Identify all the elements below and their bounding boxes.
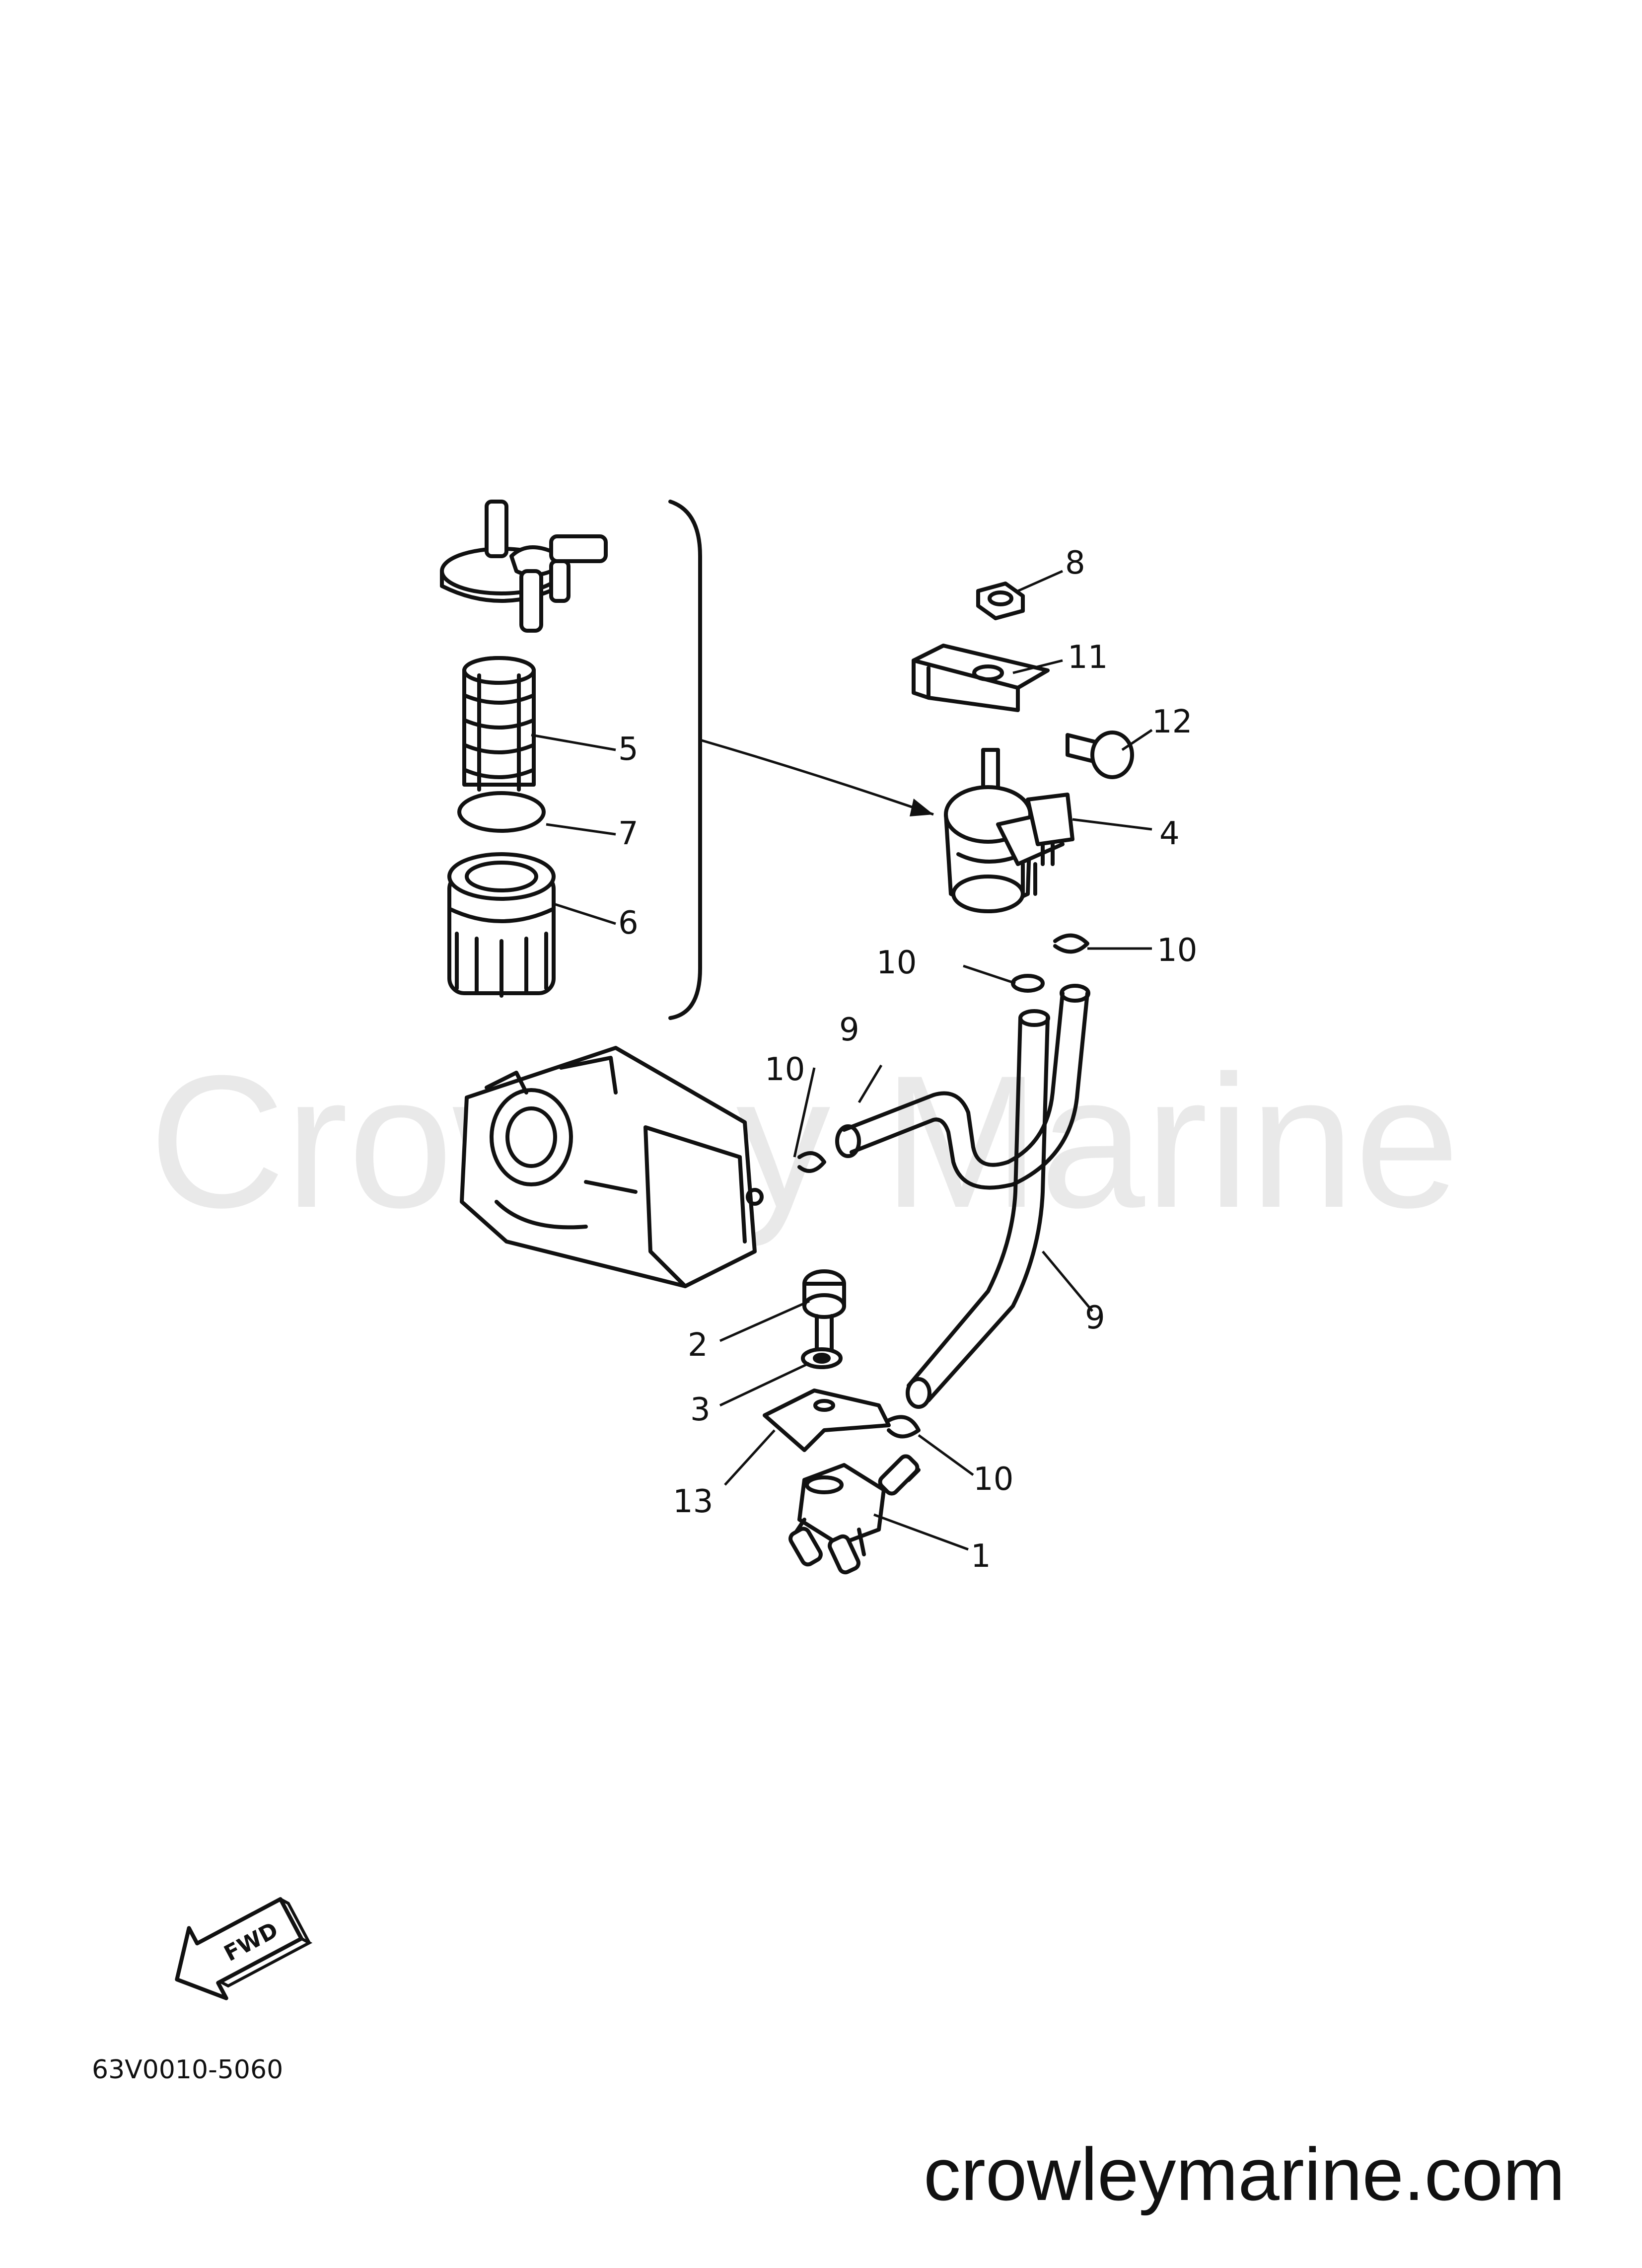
callout-3: 3 [690,1391,711,1428]
leader-lines [531,570,1153,1551]
filter-cap-part [440,500,608,633]
filter-element-part [462,656,536,792]
website-text: crowleymarine.com [924,2132,1565,2216]
callout-6: 6 [618,905,639,942]
bracket-clamp-part [912,644,1050,712]
fuel-hose-part [906,1009,1050,1409]
fuel-hose-part [835,984,1090,1190]
callout-8: 8 [1065,545,1085,582]
callout-2: 2 [688,1327,708,1364]
callout-11: 11 [1068,639,1108,676]
callout-13: 13 [673,1483,713,1520]
o-ring-part [457,791,546,833]
filter-cup-part [447,852,556,998]
callout-12: 12 [1152,704,1192,740]
callout-5: 5 [618,731,639,768]
callout-10-c: 10 [765,1051,805,1088]
fwd-arrow-icon: FWD [175,1897,313,2000]
hose-clip-part [1053,933,1089,954]
hose-clip-part [797,1151,826,1173]
callout-10-a: 10 [1157,932,1197,969]
bolt-part [802,1269,846,1358]
fuel-filter-assembly-part [944,748,1074,913]
callout-4: 4 [1159,815,1180,852]
callout-9-b: 9 [1085,1300,1105,1336]
washer-part [801,1347,843,1369]
fuel-pump-part [788,1454,921,1575]
screw-part [1066,731,1134,779]
hose-clip-part [1011,974,1045,993]
hose-clip-part [887,1415,921,1439]
callout-10-b: 10 [876,945,917,981]
exploded-view-arrow [700,738,934,816]
carburetor-part [460,1046,764,1288]
exploded-view-bracket [668,500,702,1020]
callout-7: 7 [618,815,639,852]
nut-part [976,582,1025,620]
exploded-view-arrowhead [910,799,933,816]
callout-9-a: 9 [839,1012,859,1048]
callout-1: 1 [971,1538,991,1575]
watermark-text: Crowley Marine [149,1036,1460,1248]
mounting-plate-part [763,1389,891,1452]
callout-10-d: 10 [973,1461,1013,1498]
part-code: 63V0010-5060 [92,2055,283,2085]
